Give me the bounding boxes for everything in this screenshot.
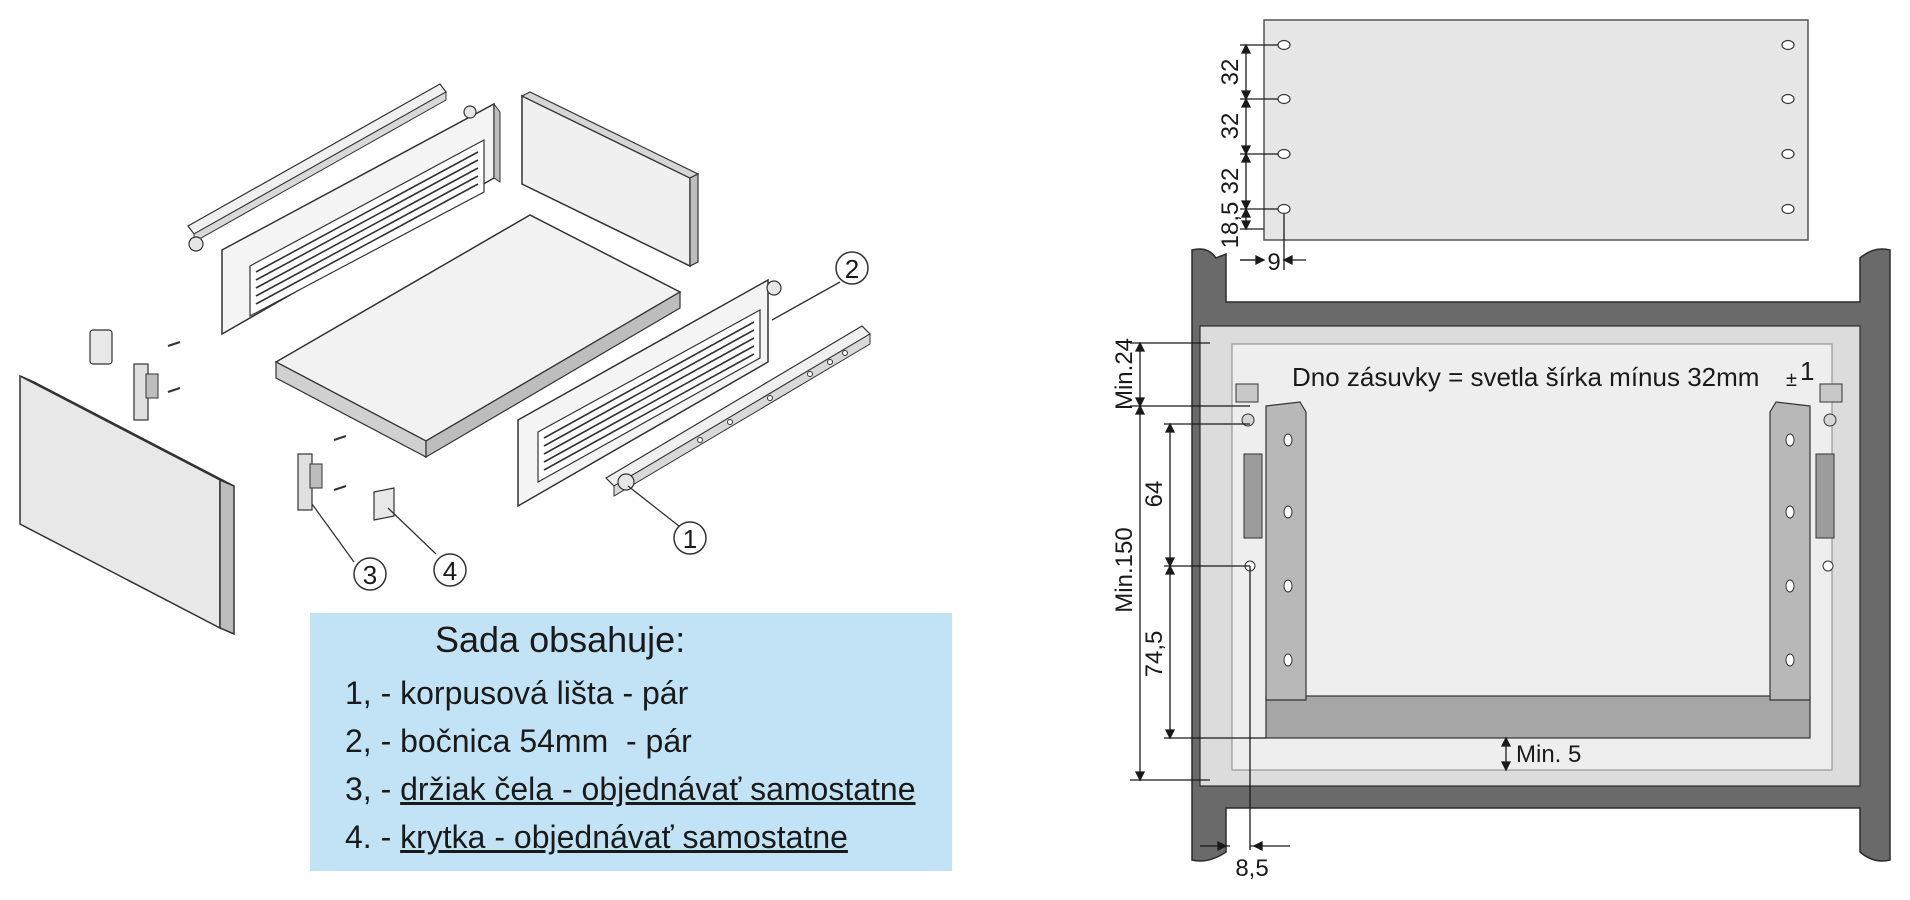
cover-cap-lower [373, 487, 395, 521]
back-panel [520, 91, 700, 268]
dim-bottom-offset: 18,5 [1217, 202, 1244, 249]
dim-hole-spacing-3: 32 [1217, 168, 1244, 195]
dimension-lines [1130, 43, 1512, 852]
drawer-frame [1235, 383, 1843, 739]
legend-item-3-text: držiak čela - objednávať samostatne [400, 771, 916, 807]
tolerance-sign: ± [1786, 369, 1797, 391]
legend-item-4: 4. - krytka - objednávať samostatne [345, 819, 848, 856]
legend-item-1: 1, - korpusová lišta - pár [345, 675, 688, 712]
dim-min-top: Min.24 [1111, 338, 1138, 410]
legend-item-2-prefix: 2, - [345, 723, 401, 759]
front-bracket-lower [297, 453, 323, 511]
hole-pattern-panel [1263, 19, 1809, 241]
front-panel [19, 374, 235, 636]
callout-3: 3 [353, 557, 387, 591]
legend-item-1-prefix: 1, - [345, 675, 401, 711]
dim-hole-spacing-1: 32 [1217, 59, 1244, 86]
rail-right [605, 325, 871, 497]
legend-item-2: 2, - bočnica 54mm - pár [345, 723, 692, 760]
callout-leaders [311, 281, 841, 563]
callout-2-label: 2 [845, 254, 859, 284]
dim-rail-spacing-upper: 64 [1141, 481, 1168, 508]
legend-item-4-text: krytka - objednávať samostatne [400, 819, 848, 855]
contents-legend: Sada obsahuje: 1, - korpusová lišta - pá… [310, 613, 952, 871]
rail-left [187, 83, 477, 252]
drawer-bottom [274, 214, 682, 459]
legend-item-3: 3, - držiak čela - objednávať samostatne [345, 771, 916, 808]
legend-item-1-text: korpusová lišta - pár [400, 675, 689, 711]
screws [167, 341, 347, 491]
dim-min-height: Min.150 [1111, 527, 1138, 612]
legend-item-4-prefix: 4. - [345, 819, 401, 855]
callout-4: 4 [433, 553, 467, 587]
dim-min-bottom: Min. 5 [1516, 741, 1581, 768]
legend-item-2-text: bočnica 54mm - pár [400, 723, 692, 759]
front-bracket-upper [133, 363, 159, 421]
callout-1: 1 [673, 521, 707, 555]
legend-title: Sada obsahuje: [435, 619, 686, 660]
callout-4-label: 4 [443, 556, 457, 586]
callout-1-label: 1 [683, 524, 697, 554]
dim-hole-spacing-2: 32 [1217, 113, 1244, 140]
callout-2: 2 [835, 251, 869, 285]
dim-rail-spacing-lower: 74,5 [1141, 631, 1168, 678]
tolerance-value: 1 [1800, 356, 1814, 386]
drawer-side-left [221, 102, 501, 336]
dim-edge-offset: 9 [1267, 249, 1280, 276]
legend-item-3-prefix: 3, - [345, 771, 401, 807]
cover-cap-upper [89, 329, 113, 365]
drawer-bottom-note: Dno zásuvky = svetla šírka mínus 32mm [1292, 362, 1759, 392]
dim-side-offset: 8,5 [1235, 855, 1268, 882]
callout-3-label: 3 [363, 560, 377, 590]
drawer-side-right [517, 278, 782, 508]
